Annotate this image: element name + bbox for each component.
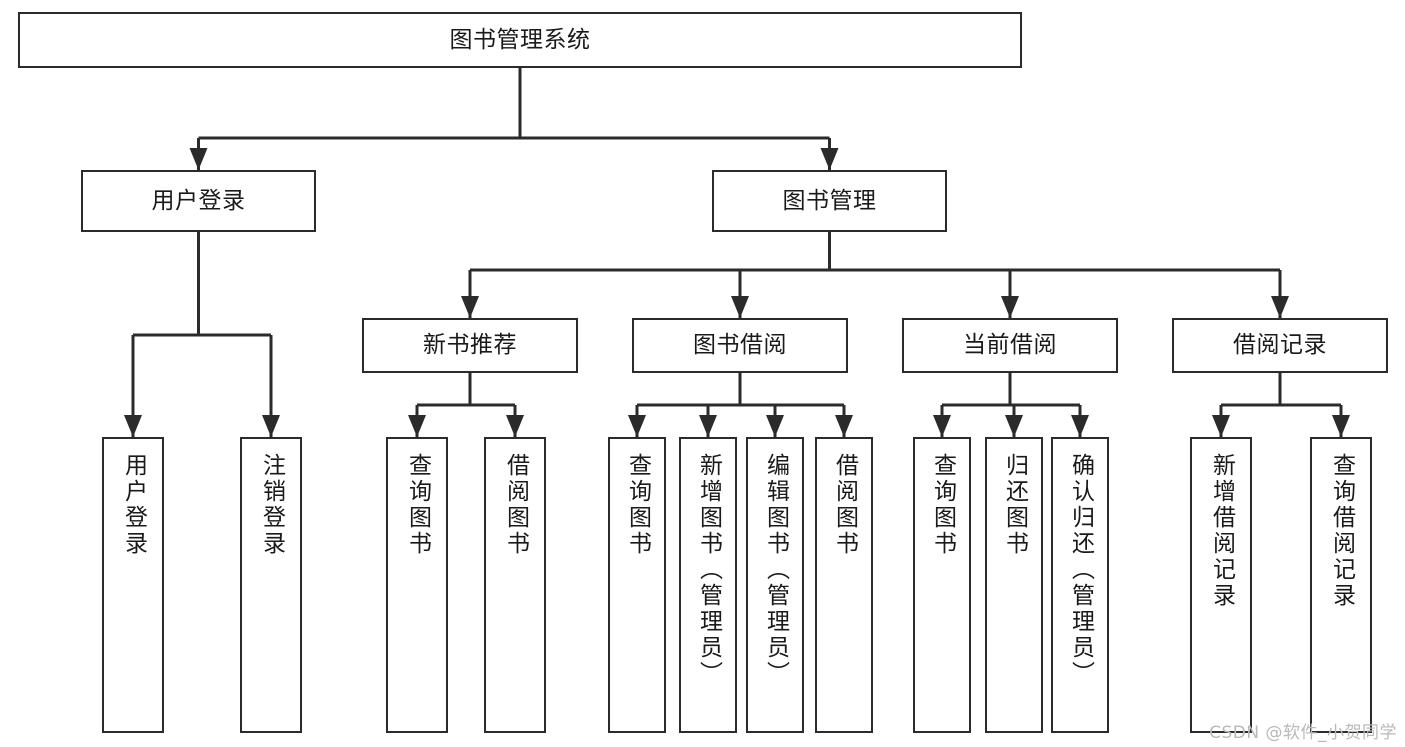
arrow-head bbox=[506, 415, 524, 437]
arrow-head bbox=[1332, 415, 1350, 437]
node-leaf-rec-1[interactable]: 新增借阅记录 bbox=[1190, 437, 1252, 733]
node-label-leaf-rec-1: 新增借阅记录 bbox=[1208, 453, 1235, 609]
arrow-head bbox=[731, 296, 749, 318]
node-root[interactable]: 图书管理系统 bbox=[18, 12, 1022, 68]
arrow-head bbox=[189, 148, 208, 170]
watermark-label: CSDN @软件_小贺同学 bbox=[1209, 723, 1397, 743]
node-label-leaf-cur-2: 归还图书 bbox=[1001, 453, 1028, 557]
node-leaf-rec-2[interactable]: 查询借阅记录 bbox=[1310, 437, 1372, 733]
node-label-leaf-login-2: 注销登录 bbox=[258, 453, 285, 557]
node-label-root: 图书管理系统 bbox=[449, 26, 591, 53]
node-leaf-login-1[interactable]: 用户登录 bbox=[102, 437, 164, 733]
arrow-head bbox=[1005, 415, 1023, 437]
node-leaf-new-1[interactable]: 查询图书 bbox=[386, 437, 448, 733]
node-leaf-cur-3[interactable]: 确认归还（管理员） bbox=[1051, 437, 1109, 733]
node-leaf-borrow-1[interactable]: 查询图书 bbox=[608, 437, 666, 733]
node-label-leaf-new-2: 借阅图书 bbox=[502, 453, 529, 557]
node-leaf-login-2[interactable]: 注销登录 bbox=[240, 437, 302, 733]
arrow-head bbox=[408, 415, 426, 437]
arrow-head bbox=[820, 148, 839, 170]
node-label-leaf-borrow-3: 编辑图书（管理员） bbox=[762, 453, 789, 687]
node-current[interactable]: 当前借阅 bbox=[902, 318, 1118, 373]
arrow-head bbox=[1001, 296, 1019, 318]
arrow-head bbox=[835, 415, 853, 437]
arrow-head bbox=[124, 415, 142, 437]
arrow-head bbox=[1271, 296, 1289, 318]
arrow-head bbox=[933, 415, 951, 437]
node-records[interactable]: 借阅记录 bbox=[1172, 318, 1388, 373]
node-label-leaf-cur-3: 确认归还（管理员） bbox=[1067, 453, 1094, 687]
node-label-current: 当前借阅 bbox=[963, 332, 1057, 358]
node-label-leaf-borrow-1: 查询图书 bbox=[624, 453, 651, 557]
node-label-borrow: 图书借阅 bbox=[693, 332, 787, 358]
node-leaf-cur-2[interactable]: 归还图书 bbox=[985, 437, 1043, 733]
node-newbook[interactable]: 新书推荐 bbox=[362, 318, 578, 373]
node-bookmgmt[interactable]: 图书管理 bbox=[712, 170, 947, 232]
arrow-head bbox=[262, 415, 280, 437]
node-label-leaf-borrow-2: 新增图书（管理员） bbox=[695, 453, 722, 687]
node-leaf-borrow-2[interactable]: 新增图书（管理员） bbox=[679, 437, 737, 733]
node-leaf-borrow-3[interactable]: 编辑图书（管理员） bbox=[746, 437, 804, 733]
node-label-leaf-rec-2: 查询借阅记录 bbox=[1328, 453, 1355, 609]
arrow-head bbox=[1212, 415, 1230, 437]
node-label-records: 借阅记录 bbox=[1233, 332, 1327, 358]
node-label-leaf-borrow-4: 借阅图书 bbox=[831, 453, 858, 557]
node-login[interactable]: 用户登录 bbox=[81, 170, 316, 232]
node-label-leaf-cur-1: 查询图书 bbox=[929, 453, 956, 557]
node-leaf-cur-1[interactable]: 查询图书 bbox=[913, 437, 971, 733]
node-label-newbook: 新书推荐 bbox=[423, 332, 517, 358]
node-label-bookmgmt: 图书管理 bbox=[782, 187, 877, 214]
arrow-head bbox=[699, 415, 717, 437]
node-label-leaf-new-1: 查询图书 bbox=[404, 453, 431, 557]
node-label-login: 用户登录 bbox=[151, 187, 246, 214]
node-borrow[interactable]: 图书借阅 bbox=[632, 318, 848, 373]
node-label-leaf-login-1: 用户登录 bbox=[120, 453, 147, 557]
node-leaf-new-2[interactable]: 借阅图书 bbox=[484, 437, 546, 733]
arrow-head bbox=[628, 415, 646, 437]
arrow-head bbox=[461, 296, 479, 318]
arrow-head bbox=[1071, 415, 1089, 437]
node-leaf-borrow-4[interactable]: 借阅图书 bbox=[815, 437, 873, 733]
arrow-head bbox=[766, 415, 784, 437]
